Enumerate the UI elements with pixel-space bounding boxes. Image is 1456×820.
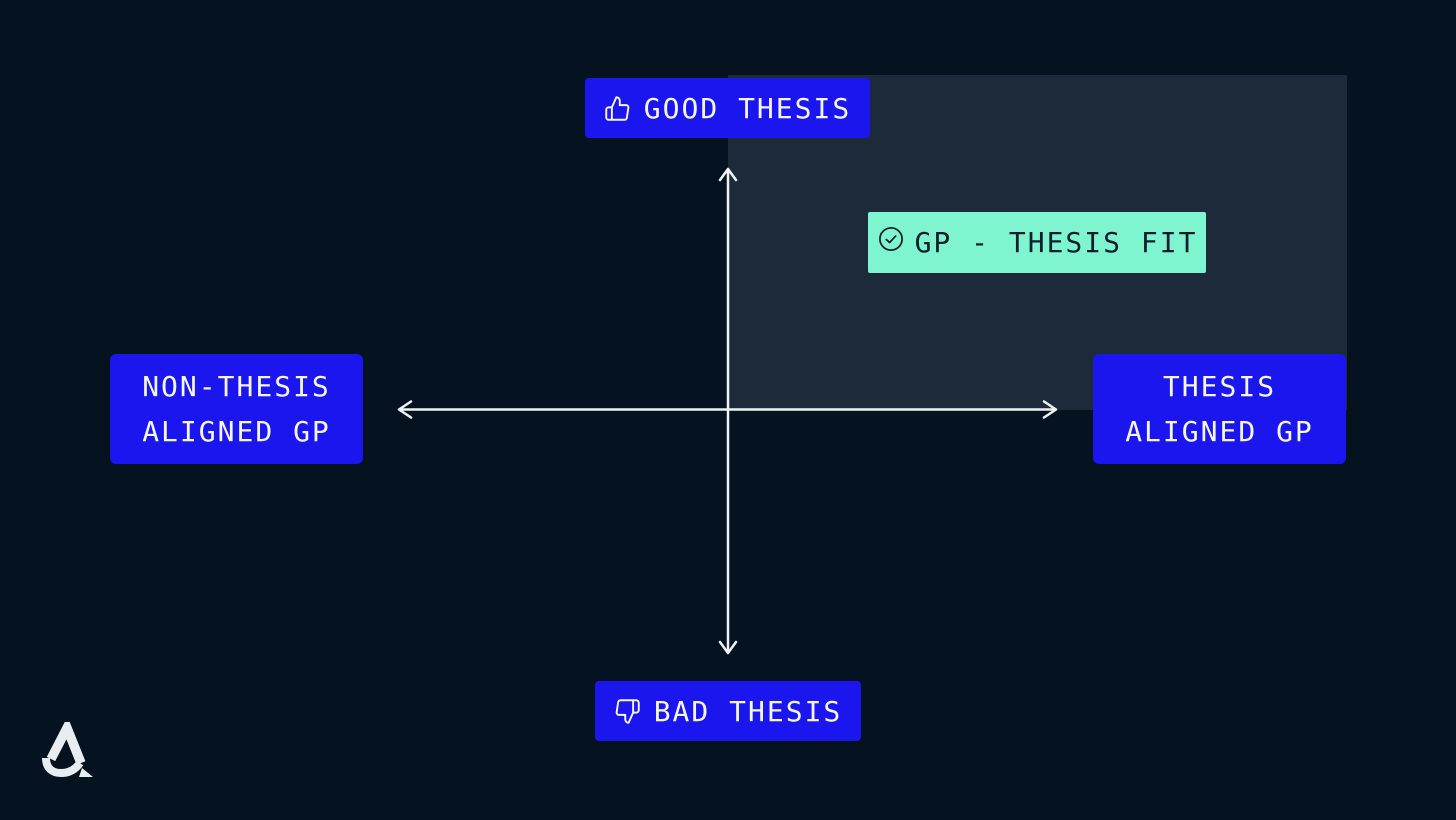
arrow-right-icon [1042,400,1058,419]
good-thesis-text: GOOD THESIS [643,91,852,125]
gp-thesis-fit-badge: GP - THESIS FIT [868,212,1206,273]
arrow-left-icon [397,400,413,419]
arrow-up-icon [718,167,738,182]
label-non-thesis-aligned-gp: NON-THESIS ALIGNED GP [110,354,363,464]
label-good-thesis: GOOD THESIS [585,78,870,138]
thesis-aligned-line2: ALIGNED GP [1125,415,1314,448]
non-thesis-line1: NON-THESIS [142,370,331,403]
stylized-a-logo [42,722,93,778]
check-circle-icon [877,225,905,260]
non-thesis-line2: ALIGNED GP [142,415,331,448]
arrow-down-icon [718,640,738,655]
thesis-aligned-line1: THESIS [1162,370,1277,403]
label-bad-thesis: BAD THESIS [595,681,861,741]
gp-thesis-fit-text: GP - THESIS FIT [914,226,1198,259]
thumbs-down-icon [614,698,641,725]
label-thesis-aligned-gp: THESIS ALIGNED GP [1093,354,1346,464]
thumbs-up-icon [604,95,631,122]
bad-thesis-text: BAD THESIS [653,694,843,728]
